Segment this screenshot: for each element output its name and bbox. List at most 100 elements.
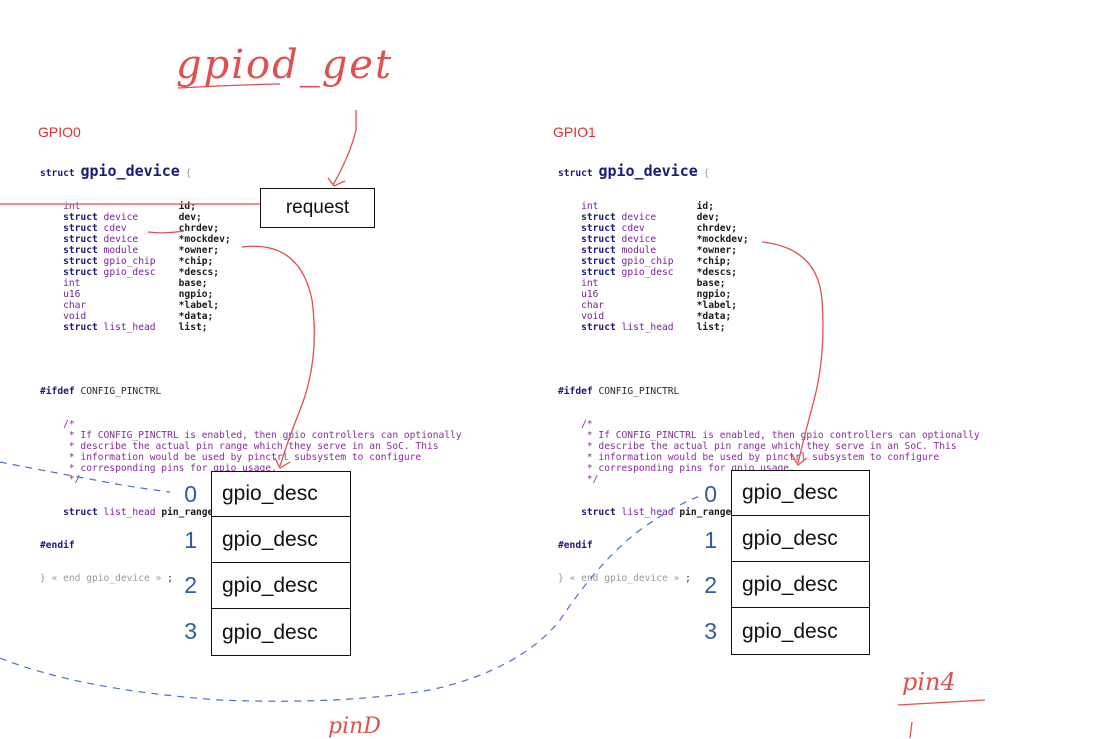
- struct-field-line: struct device dev;: [558, 212, 980, 223]
- struct-fields: int id; struct device dev; struct cdev c…: [558, 201, 980, 333]
- gpio1-index-3: 3: [704, 618, 717, 644]
- gpio1-desc-1: gpio_desc: [732, 517, 869, 562]
- request-label: request: [285, 197, 350, 218]
- gpio0-index-3: 3: [184, 618, 197, 644]
- field-name: *data;: [178, 311, 214, 322]
- handwritten-pind: pinD: [328, 714, 381, 739]
- gpio0-desc-2: gpio_desc: [212, 564, 350, 609]
- gpio1-descs-arrow: [761, 241, 824, 464]
- comment-line: */: [40, 474, 81, 485]
- struct-field-line: void *data;: [558, 311, 980, 322]
- struct-field-line: u16 ngpio;: [558, 289, 980, 300]
- field-keyword: struct: [63, 256, 98, 267]
- struct-field-line: struct device *mockdev;: [40, 234, 462, 245]
- field-keyword: void: [63, 311, 87, 322]
- field-name: ngpio;: [178, 289, 214, 300]
- pin4-underline: [897, 699, 986, 706]
- ifdef-line: #ifdef CONFIG_PINCTRL: [558, 386, 680, 397]
- field-name: chrdev;: [178, 223, 220, 234]
- comment-line: * corresponding pins for gpio usage.: [558, 463, 795, 474]
- field-keyword: int: [581, 201, 599, 212]
- struct-fields: int id; struct device dev; struct cdev c…: [40, 201, 462, 333]
- field-name: *descs;: [178, 267, 220, 278]
- ifdef-line: #ifdef CONFIG_PINCTRL: [40, 386, 162, 397]
- comment-block: /* * If CONFIG_PINCTRL is enabled, then …: [40, 419, 462, 485]
- field-type: module: [103, 245, 139, 256]
- field-name: *owner;: [178, 245, 220, 256]
- gpio0-desc-3: gpio_desc: [222, 620, 318, 644]
- field-type: gpio_desc: [103, 267, 156, 278]
- comment-line: * information would be used by pinctrl s…: [558, 452, 940, 463]
- field-keyword: struct: [581, 245, 616, 256]
- field-name: *data;: [696, 311, 732, 322]
- field-name: *mockdev;: [178, 234, 231, 245]
- field-type: device: [621, 212, 657, 223]
- gpio1-index-1: 1: [704, 527, 717, 553]
- gpio1-arrowhead: [791, 454, 808, 466]
- field-keyword: char: [581, 300, 605, 311]
- comment-line: * corresponding pins for gpio usage.: [40, 463, 277, 474]
- field-name: *label;: [178, 300, 220, 311]
- struct-field-line: int id;: [558, 201, 980, 212]
- gpio0-index-1: 1: [184, 527, 197, 553]
- field-keyword: int: [63, 278, 81, 289]
- field-keyword: struct: [63, 245, 98, 256]
- gpio0-title: GPIO0: [38, 124, 81, 140]
- comment-line: /*: [40, 419, 75, 430]
- gpio1-desc-array: gpio_desc gpio_desc gpio_desc gpio_desc: [731, 470, 870, 655]
- dashed-lower-curve: [0, 495, 701, 702]
- field-type: list_head: [621, 322, 674, 333]
- struct-field-line: void *data;: [40, 311, 462, 322]
- comment-line: * describe the actual pin range which th…: [558, 441, 957, 452]
- field-type: module: [621, 245, 657, 256]
- field-name: base;: [178, 278, 208, 289]
- comment-line: * information would be used by pinctrl s…: [40, 452, 422, 463]
- close-line: } « end gpio_device » ;: [40, 573, 173, 584]
- gpio0-index-2: 2: [184, 572, 197, 598]
- struct-field-line: struct device dev;: [40, 212, 462, 223]
- field-type: gpio_chip: [621, 256, 674, 267]
- field-keyword: char: [63, 300, 87, 311]
- struct-field-line: int base;: [558, 278, 980, 289]
- struct-header: struct gpio_device {: [40, 162, 192, 180]
- gpio0-index-0: 0: [184, 481, 197, 507]
- comment-line: */: [558, 474, 599, 485]
- field-name: base;: [696, 278, 726, 289]
- struct-field-line: char *label;: [40, 300, 462, 311]
- chip-underline: [147, 230, 185, 234]
- handwritten-pin4: pin4: [902, 668, 956, 696]
- struct-field-line: int base;: [40, 278, 462, 289]
- field-type: device: [103, 234, 139, 245]
- struct-field-line: u16 ngpio;: [40, 289, 462, 300]
- struct-field-line: struct list_head list;: [40, 322, 462, 333]
- gpio1-code-block: struct gpio_device { int id; struct devi…: [558, 144, 980, 595]
- field-keyword: u16: [63, 289, 81, 300]
- field-keyword: struct: [581, 223, 616, 234]
- field-name: *mockdev;: [696, 234, 749, 245]
- arrow-to-request: [332, 110, 357, 186]
- field-keyword: struct: [581, 234, 616, 245]
- endif-line: #endif: [40, 540, 75, 551]
- field-keyword: struct: [63, 234, 98, 245]
- gpio1-title: GPIO1: [553, 124, 596, 140]
- field-name: id;: [178, 201, 196, 212]
- struct-field-line: int id;: [40, 201, 462, 212]
- field-keyword: int: [63, 201, 81, 212]
- handwritten-gpiod-get: gpiod_get: [176, 42, 394, 88]
- field-name: id;: [696, 201, 714, 212]
- struct-field-line: struct module *owner;: [40, 245, 462, 256]
- struct-field-line: struct device *mockdev;: [558, 234, 980, 245]
- gpio0-arrowhead: [274, 457, 291, 469]
- field-keyword: struct: [581, 322, 616, 333]
- struct-field-line: struct module *owner;: [558, 245, 980, 256]
- comment-block: /* * If CONFIG_PINCTRL is enabled, then …: [558, 419, 980, 485]
- gpio0-code-block: struct gpio_device { int id; struct devi…: [40, 144, 462, 595]
- field-keyword: void: [581, 311, 605, 322]
- field-name: dev;: [696, 212, 720, 223]
- field-name: dev;: [178, 212, 202, 223]
- field-type: device: [103, 212, 139, 223]
- struct-field-line: struct gpio_desc *descs;: [40, 267, 462, 278]
- field-name: *label;: [696, 300, 738, 311]
- gpio1-desc-2: gpio_desc: [732, 563, 869, 608]
